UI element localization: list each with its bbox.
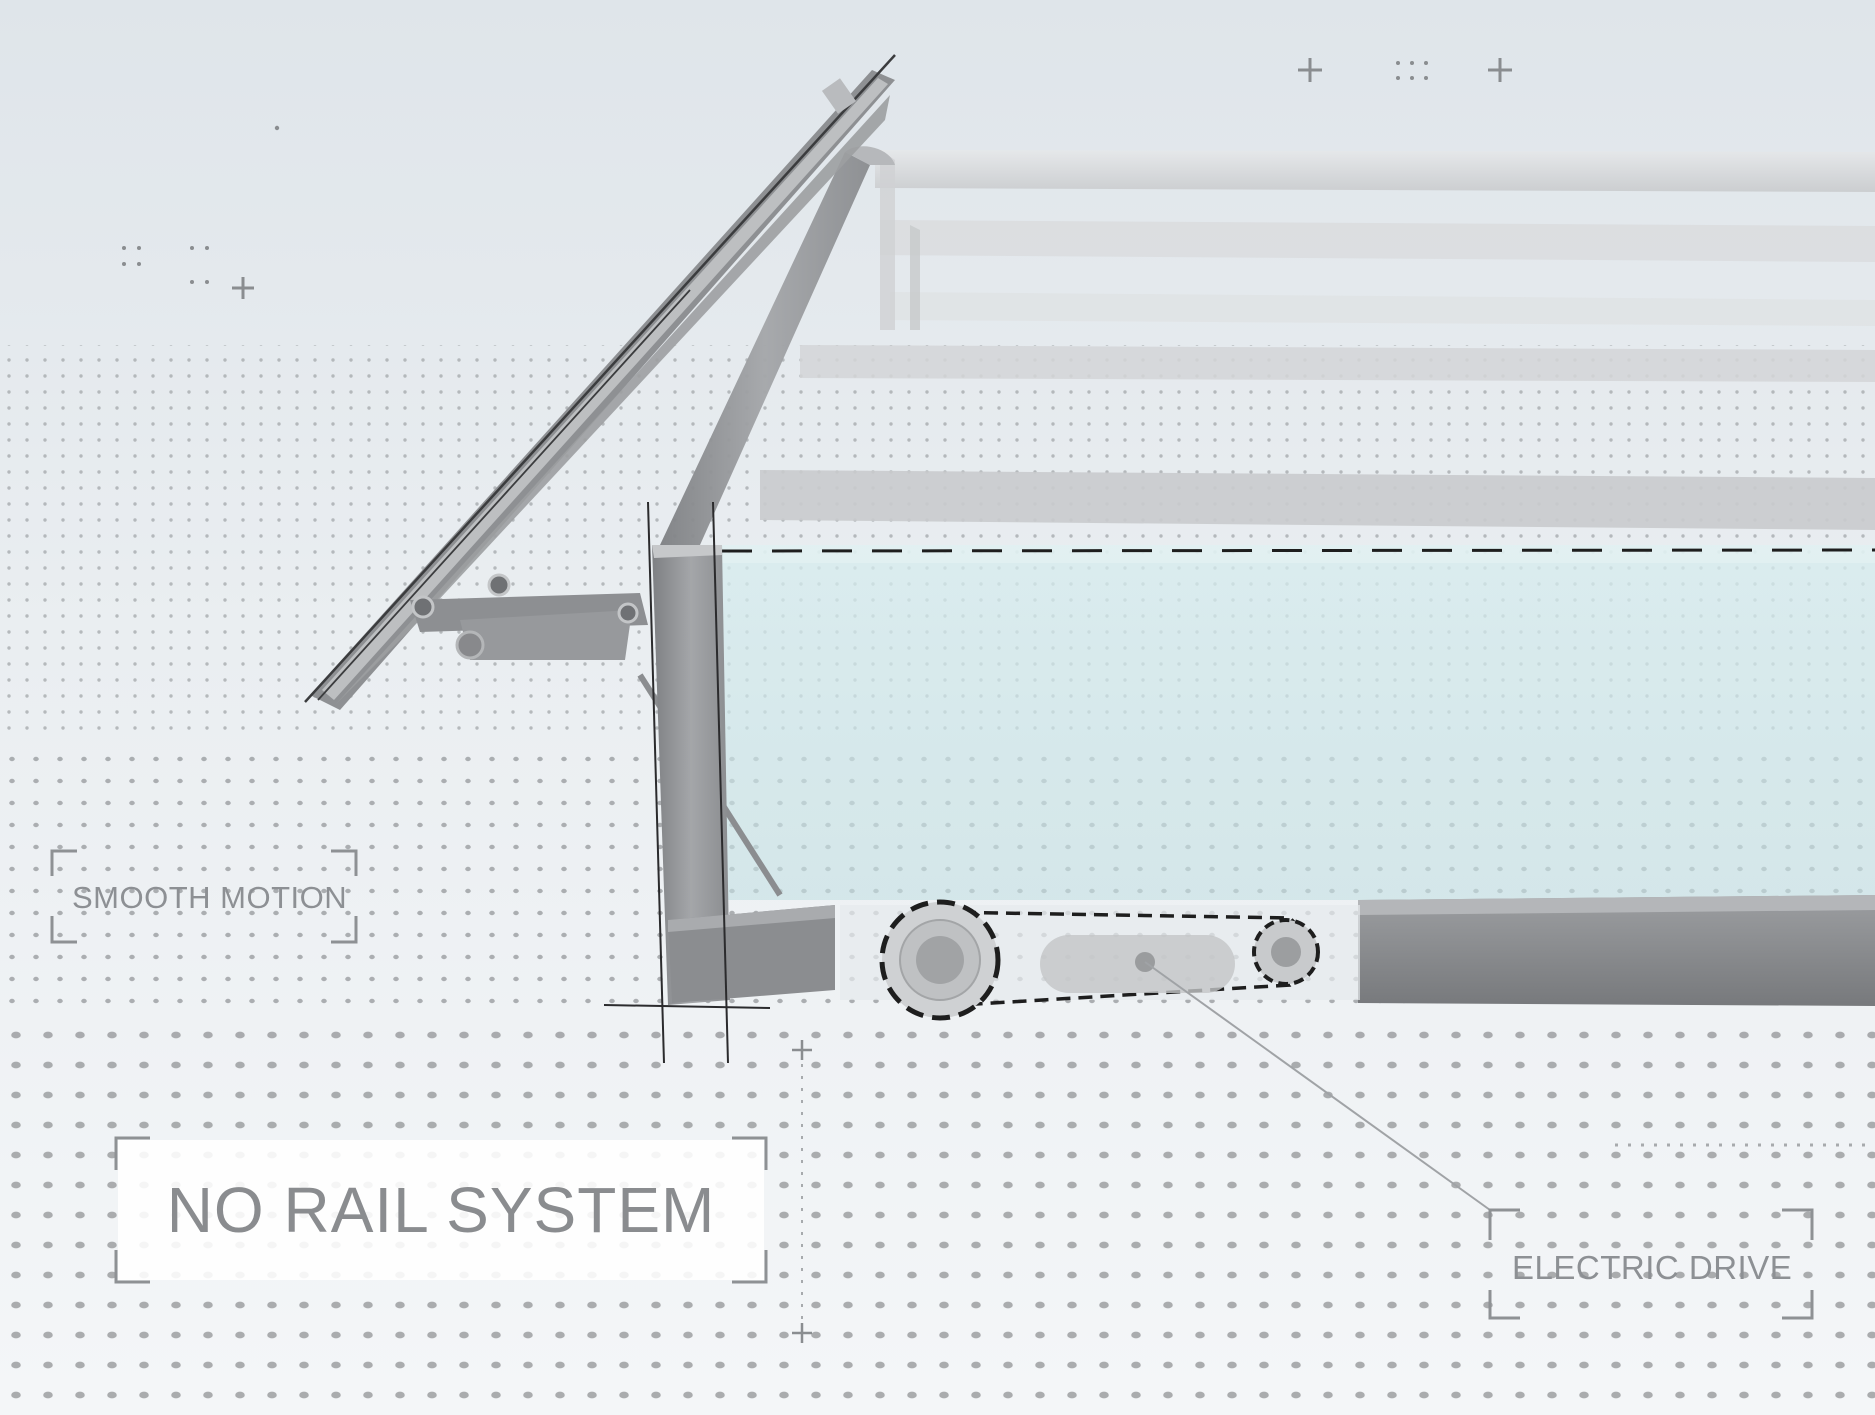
plus-icon bbox=[1298, 58, 1322, 82]
dashed-guide-line bbox=[721, 548, 1875, 553]
dot-grid-icon bbox=[1396, 61, 1428, 80]
plus-icon bbox=[792, 1323, 812, 1343]
no-rail-system-title: NO RAIL SYSTEM bbox=[166, 1174, 716, 1246]
electric-drive-label: ELECTRIC DRIVE bbox=[1512, 1249, 1793, 1286]
smooth-motion-label: SMOOTH MOTION bbox=[72, 880, 348, 915]
corner-bracket-icon bbox=[1488, 1208, 1814, 1320]
bottom-beam bbox=[1358, 895, 1875, 1006]
plus-icon bbox=[1488, 58, 1512, 82]
plus-icon bbox=[232, 277, 254, 299]
plus-icon bbox=[792, 1040, 812, 1060]
glass-panel-highlight bbox=[720, 545, 1875, 563]
corner-post bbox=[652, 545, 835, 1005]
glass-panel bbox=[720, 545, 1875, 900]
dot-icon bbox=[274, 125, 280, 131]
hinge-linkage bbox=[410, 573, 783, 897]
diagonal-strut bbox=[660, 152, 870, 545]
electric-drive-leader bbox=[1144, 961, 1491, 1211]
no-rail-system-box: NO RAIL SYSTEM bbox=[118, 1140, 764, 1280]
tilted-louvre bbox=[304, 54, 896, 710]
corner-bracket-icon bbox=[50, 849, 358, 944]
drive-chain-mechanism bbox=[879, 899, 1323, 1021]
roof-beams bbox=[760, 150, 1875, 530]
corner-bracket-icon bbox=[114, 1136, 768, 1284]
dot-grid-icon bbox=[122, 246, 209, 284]
corner-guide-lines bbox=[603, 501, 771, 1064]
